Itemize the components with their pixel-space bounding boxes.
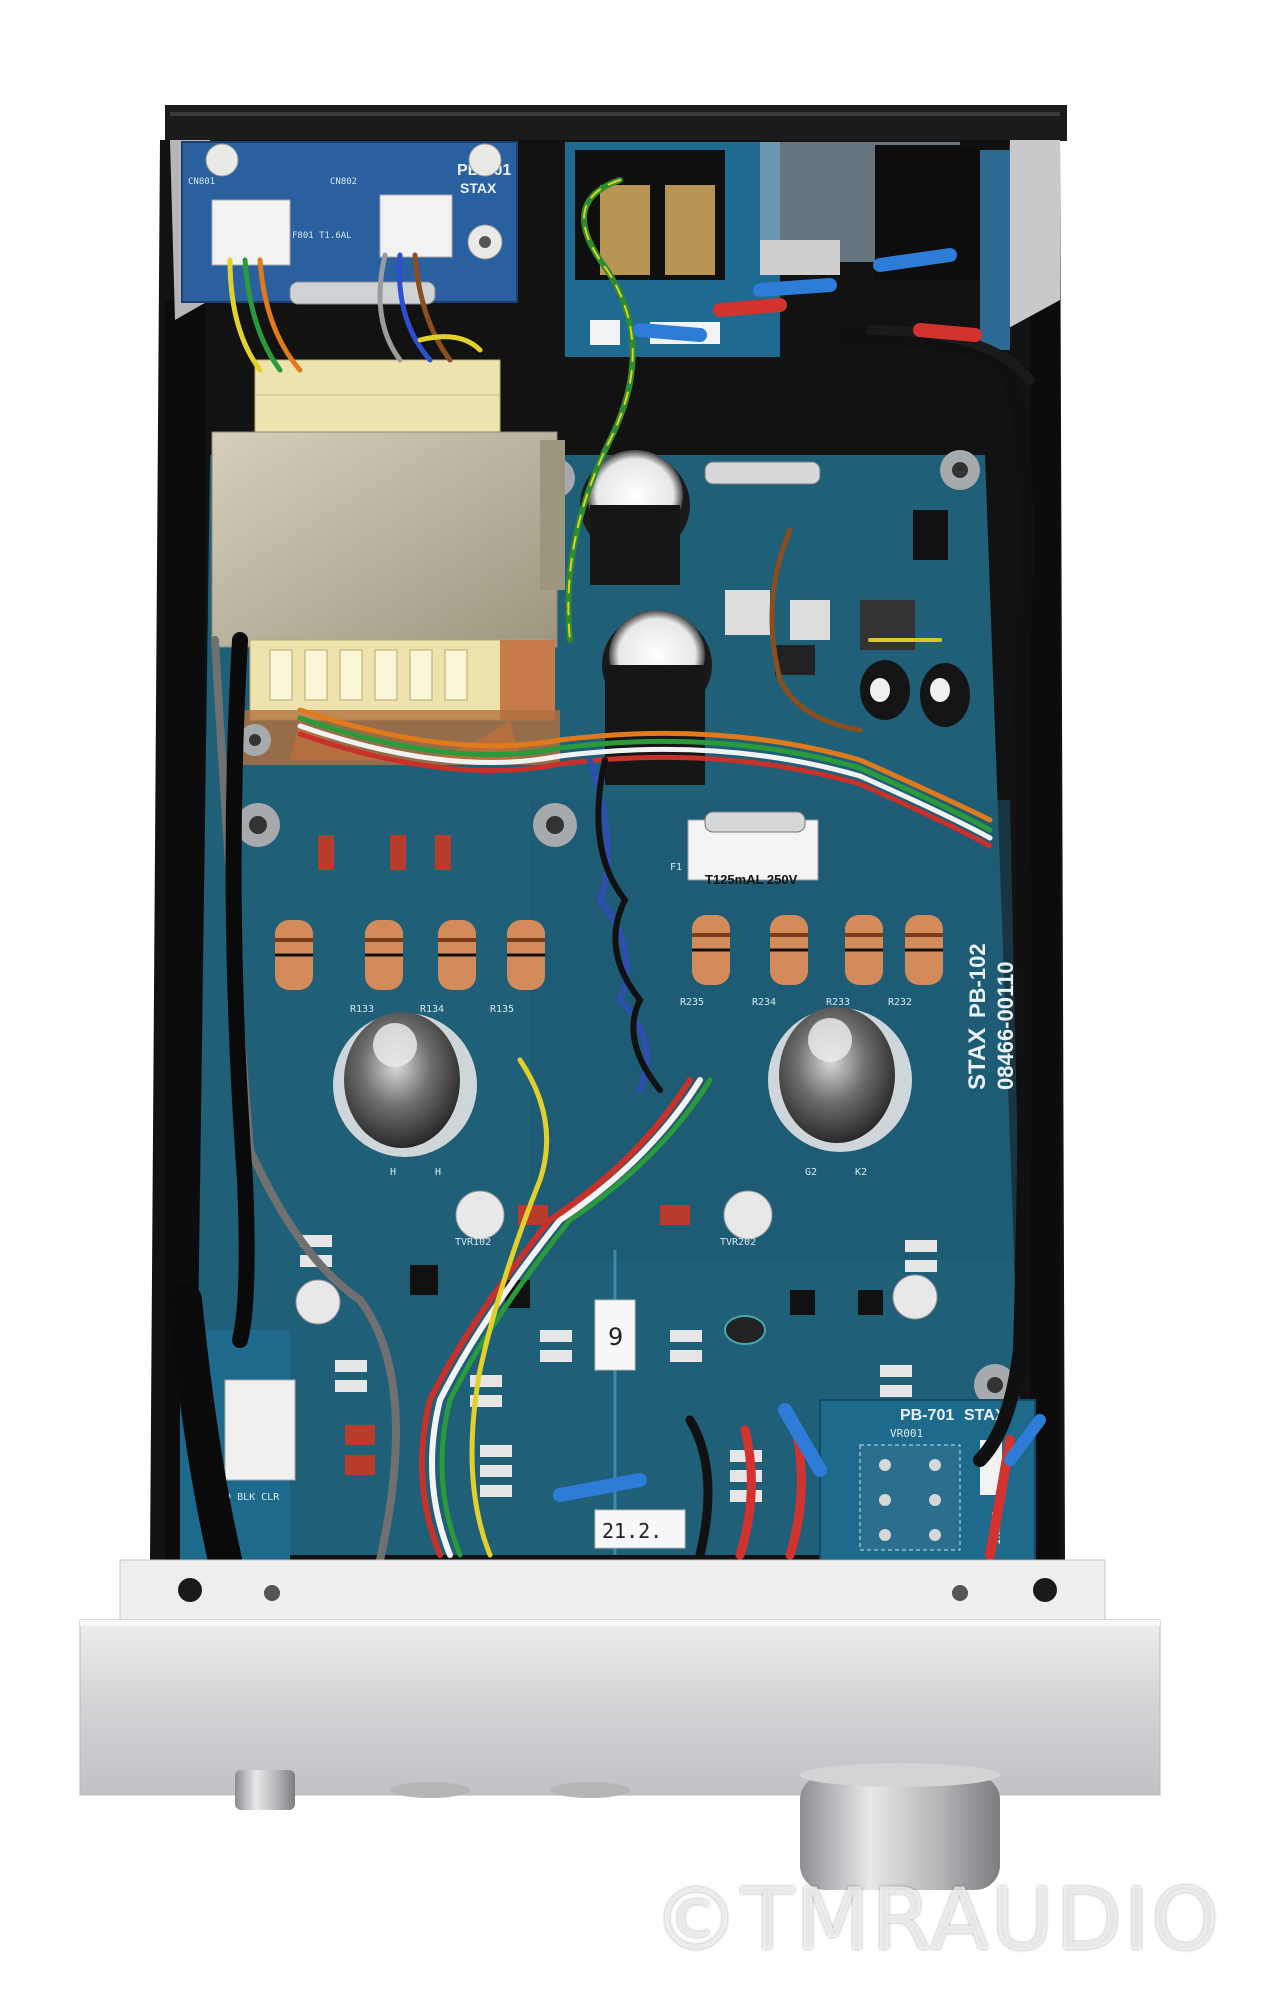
tube-right-pin-k2: K2 — [855, 1167, 867, 1178]
tube-right — [768, 1007, 912, 1152]
rear-panel — [165, 105, 1067, 141]
main-board-fuse-label: T125mAL 250V — [705, 872, 798, 887]
resistor-row-right: R235 R234 R233 R232 — [680, 915, 943, 1008]
power-board: PB-801 STAX CN801 CN802 F801 T1.6AL — [181, 141, 518, 305]
label-tvr102: TVR102 — [455, 1237, 491, 1248]
label-r232: R232 — [888, 997, 912, 1008]
watermark: ©TMRAUDIO — [652, 1870, 1221, 1970]
label-r135: R135 — [490, 1004, 514, 1015]
label-r235: R235 — [680, 997, 704, 1008]
volume-board-ref: VR001 — [890, 1427, 923, 1440]
label-r133: R133 — [350, 1004, 374, 1015]
label-r134: R134 — [420, 1004, 444, 1015]
tube-left-pin-k1: H — [435, 1167, 441, 1178]
front-panel — [79, 1559, 1161, 1890]
main-board-model: PB-102 — [965, 943, 990, 1018]
sticker-number: 9 — [594, 1299, 636, 1371]
volume-board-model: PB-701 — [900, 1407, 954, 1424]
side-board-connector: RED BLK CLR — [213, 1492, 280, 1503]
volume-board-brand: STAX — [964, 1407, 1006, 1424]
sticker-number-text: 9 — [608, 1323, 623, 1351]
power-switch[interactable] — [235, 1770, 295, 1810]
tube-left — [333, 1012, 477, 1157]
main-board-part-number: 08466-00110 — [993, 962, 1018, 1090]
label-tvr202: TVR202 — [720, 1237, 756, 1248]
transformer — [211, 359, 565, 765]
tube-left-pin-g1: H — [390, 1167, 396, 1178]
sticker-date-text: 21.2. — [602, 1519, 662, 1543]
label-r233: R233 — [826, 997, 850, 1008]
main-board-fuse-ref: F1 — [670, 862, 682, 873]
tube-right-pin-g2: G2 — [805, 1167, 817, 1178]
jack-board — [565, 142, 1010, 357]
sticker-date: 21.2. — [594, 1509, 686, 1549]
power-board-cn2: CN802 — [330, 177, 357, 187]
main-board-brand: STAX — [964, 1028, 991, 1090]
power-board-brand: STAX — [460, 180, 497, 196]
volume-knob[interactable] — [800, 1763, 1000, 1890]
wiring — [168, 177, 1046, 1577]
power-board-cn1: CN801 — [188, 177, 215, 187]
resistor-row-left: R133 R134 R135 — [275, 920, 545, 1015]
power-board-fuse: F801 T1.6AL — [292, 231, 352, 241]
label-r234: R234 — [752, 997, 776, 1008]
